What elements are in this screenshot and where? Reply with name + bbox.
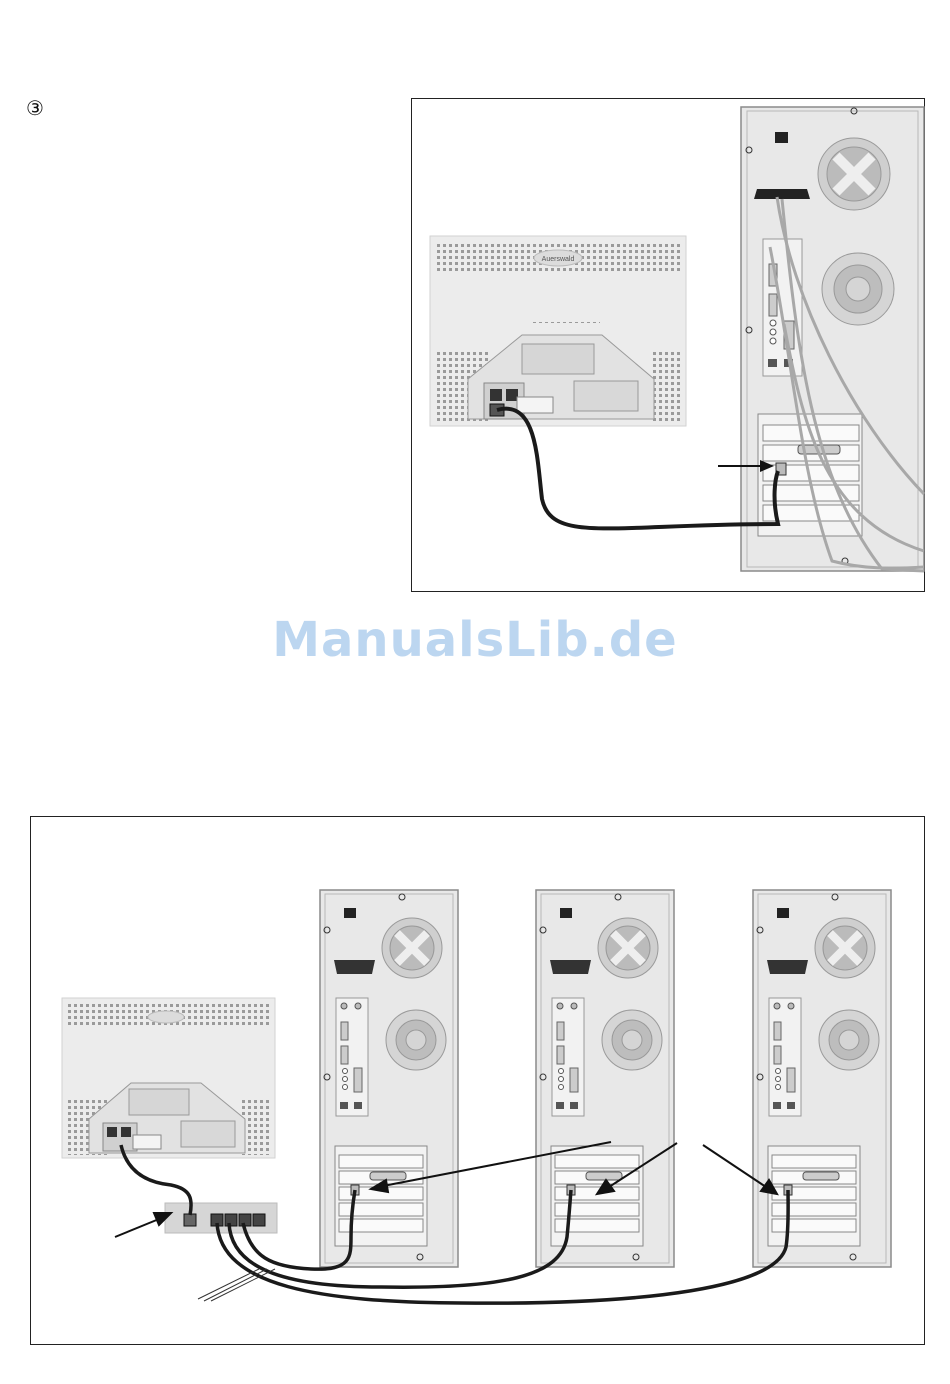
fig2-drawing xyxy=(31,817,924,1344)
network-switch xyxy=(165,1203,277,1233)
fan-lower xyxy=(822,253,894,325)
pc-tower xyxy=(741,107,924,571)
step-number: ③ xyxy=(26,96,44,120)
figure-single-pc-connection: Auerswald xyxy=(411,98,925,592)
fan-upper xyxy=(818,138,890,210)
pc-tower-2 xyxy=(536,890,674,1267)
pc-tower-3 xyxy=(753,890,891,1267)
network-cable xyxy=(497,409,778,529)
cable-switch-to-pc3 xyxy=(217,1190,788,1303)
pbx-device xyxy=(62,998,275,1158)
power-switch xyxy=(775,132,788,143)
pbx-logo: Auerswald xyxy=(542,256,575,263)
pc-tower-1 xyxy=(320,890,458,1267)
phone-lines xyxy=(198,1269,275,1301)
watermark: ManualsLib.de xyxy=(0,612,950,668)
fig1-drawing: Auerswald xyxy=(412,99,924,591)
power-socket xyxy=(754,189,810,199)
pbx-device: Auerswald xyxy=(430,236,686,426)
figure-multi-pc-network xyxy=(30,816,925,1345)
